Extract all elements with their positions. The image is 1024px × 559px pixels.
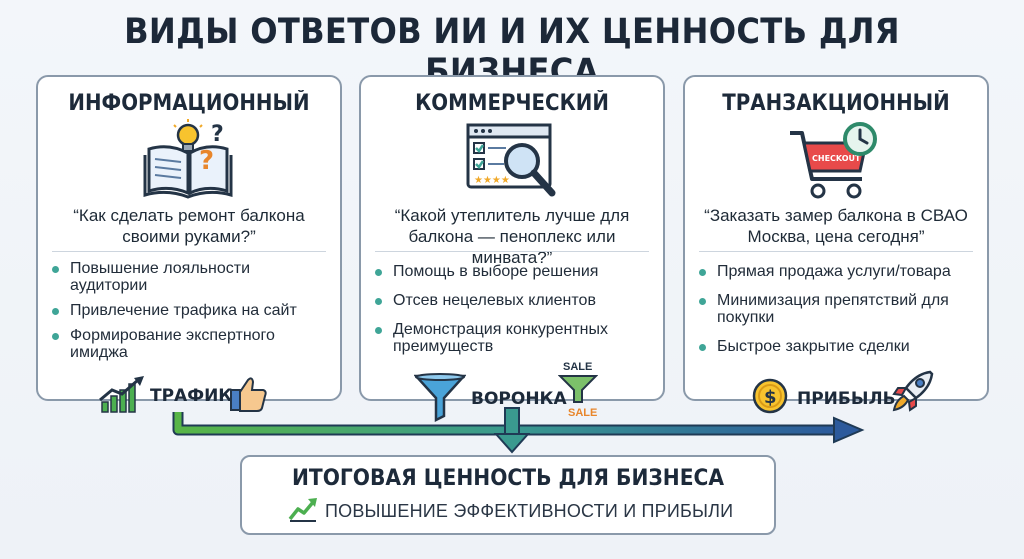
card-informational: ИНФОРМАЦИОННЫЙ ? ? “Как сделать ремонт б… bbox=[36, 75, 342, 401]
svg-text:$: $ bbox=[764, 387, 777, 408]
traffic-label: ТРАФИК bbox=[150, 386, 233, 406]
card-title: ТРАНЗАКЦИОННЫЙ bbox=[722, 91, 950, 116]
list-item: Прямая продажа услуги/товара bbox=[699, 263, 977, 280]
card-transactional: ТРАНЗАКЦИОННЫЙ CHECKOUT “Заказать замер … bbox=[683, 75, 989, 401]
list-item: Формирование экспертного имиджа bbox=[52, 327, 330, 361]
page-title: ВИДЫ ОТВЕТОВ ИИ И ИХ ЦЕННОСТЬ ДЛЯ БИЗНЕС… bbox=[124, 12, 900, 92]
sale-bottom-label: SALE bbox=[568, 407, 598, 419]
sale-funnel-icon bbox=[557, 374, 599, 409]
coin-icon: $ bbox=[752, 378, 788, 419]
list-item: Минимизация препятствий для покупки bbox=[699, 292, 977, 326]
card-commercial: КОММЕРЧЕСКИЙ ★★★★ “Какой утеплитель лучш… bbox=[359, 75, 665, 401]
checkout-label: CHECKOUT bbox=[812, 154, 861, 163]
example-query: “Заказать замер балкона в СВАО Москва, ц… bbox=[704, 206, 968, 246]
benefit-list: Помощь в выборе решения Отсев нецелевых … bbox=[375, 263, 653, 363]
profit-label: ПРИБЫЛЬ bbox=[797, 389, 896, 409]
shopping-cart-clock-icon: CHECKOUT bbox=[786, 121, 886, 208]
growth-arrow-icon bbox=[288, 497, 318, 528]
divider bbox=[699, 251, 973, 252]
funnel-icon bbox=[413, 372, 467, 427]
flow-arrowhead-down bbox=[493, 433, 531, 454]
benefit-list: Повышение лояльности аудитории Привлечен… bbox=[52, 260, 330, 369]
example-query: “Какой утеплитель лучше для балкона — пе… bbox=[394, 206, 630, 267]
browser-magnifier-icon: ★★★★ bbox=[464, 121, 560, 208]
divider bbox=[52, 251, 326, 252]
rocket-icon bbox=[890, 368, 936, 419]
flow-arrowhead-right bbox=[833, 416, 865, 444]
list-item: Демонстрация конкурентных преимуществ bbox=[375, 321, 653, 355]
list-item: Привлечение трафика на сайт bbox=[52, 302, 330, 319]
sale-top-label: SALE bbox=[563, 361, 593, 373]
benefit-list: Прямая продажа услуги/товара Минимизация… bbox=[699, 263, 977, 363]
card-title: ИНФОРМАЦИОННЫЙ bbox=[68, 91, 310, 116]
growth-chart-icon bbox=[98, 376, 146, 419]
funnel-label: ВОРОНКА bbox=[471, 389, 567, 409]
list-item: Помощь в выборе решения bbox=[375, 263, 653, 280]
list-item: Отсев нецелевых клиентов bbox=[375, 292, 653, 309]
svg-text:?: ? bbox=[211, 122, 224, 147]
svg-text:?: ? bbox=[199, 146, 214, 176]
list-item: Повышение лояльности аудитории bbox=[52, 260, 330, 294]
book-lightbulb-icon: ? ? bbox=[141, 119, 237, 208]
card-title: КОММЕРЧЕСКИЙ bbox=[415, 91, 609, 116]
summary-title: ИТОГОВАЯ ЦЕННОСТЬ ДЛЯ БИЗНЕСА bbox=[291, 466, 725, 491]
divider bbox=[375, 251, 649, 252]
svg-text:★★★★: ★★★★ bbox=[474, 175, 510, 186]
list-item: Быстрое закрытие сделки bbox=[699, 338, 977, 355]
thumbs-up-icon bbox=[228, 374, 268, 419]
summary-subtitle: ПОВЫШЕНИЕ ЭФФЕКТИВНОСТИ И ПРИБЫЛИ bbox=[325, 501, 734, 521]
summary-box: ИТОГОВАЯ ЦЕННОСТЬ ДЛЯ БИЗНЕСА ПОВЫШЕНИЕ … bbox=[240, 455, 776, 535]
example-query: “Как сделать ремонт балкона своими рукам… bbox=[73, 206, 305, 246]
